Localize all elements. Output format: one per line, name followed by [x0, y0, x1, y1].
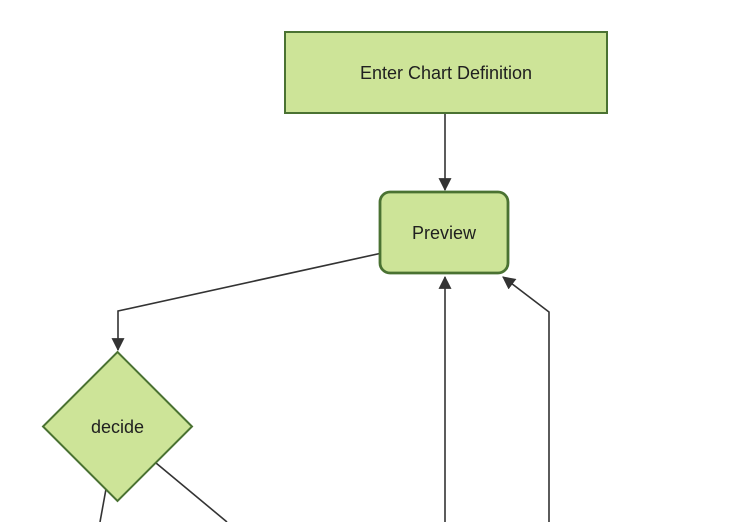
decide-label: decide: [91, 417, 144, 437]
node-preview: Preview: [378, 190, 510, 275]
edge-bottom-to-preview-corner: [502, 276, 550, 522]
decide-diamond: [41, 350, 194, 503]
enter-chart-definition-label: Enter Chart Definition: [360, 63, 532, 83]
enter-chart-definition-box: [284, 31, 608, 114]
edge-decide-exit-right: [155, 462, 228, 522]
preview-box: [378, 190, 510, 275]
node-decide: decide: [41, 350, 194, 503]
edge-decide-exit-left: [99, 488, 107, 522]
preview-label: Preview: [412, 223, 477, 243]
node-enter-chart-definition: Enter Chart Definition: [284, 31, 608, 114]
edge-preview-to-decide: [111, 252, 383, 352]
